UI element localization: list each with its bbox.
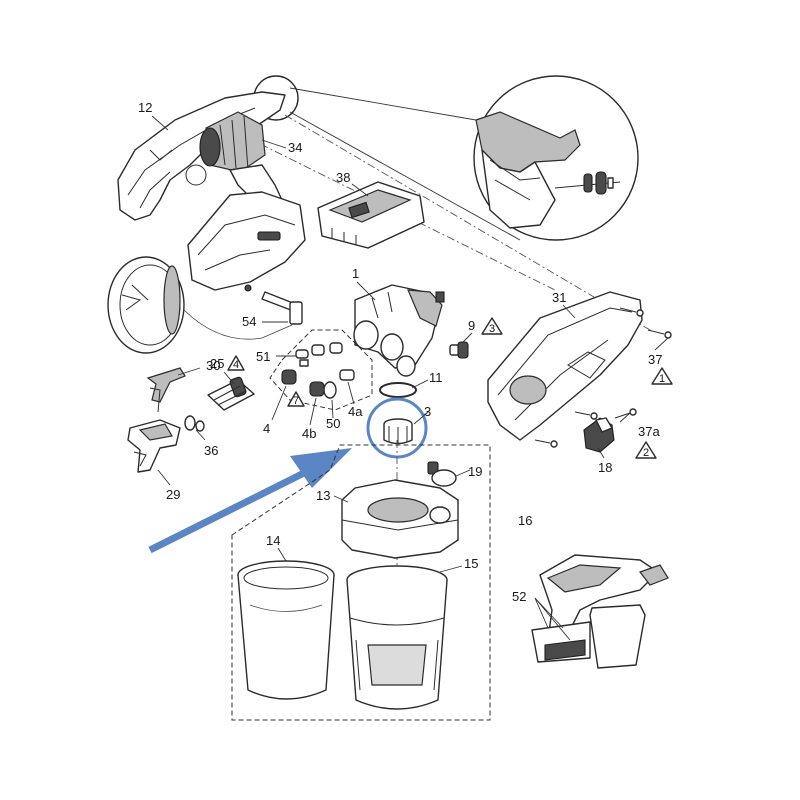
- label-34: 34: [288, 140, 302, 155]
- part-16-cup-assembly-outline: [231, 444, 491, 721]
- label-38: 38: [336, 170, 350, 185]
- part-31-housing-right: [487, 291, 643, 441]
- warning-triangle-2: 2: [635, 441, 657, 459]
- warning-triangle-4: 4: [227, 355, 245, 371]
- label-18: 18: [598, 460, 612, 475]
- part-30-tip: [146, 367, 186, 413]
- part-52-assembled-sprayer: [531, 554, 669, 669]
- part-19-cap: [427, 461, 457, 487]
- part-34-motor: [199, 111, 266, 173]
- part-37-screws: [534, 307, 672, 448]
- label-4b: 4b: [302, 426, 316, 441]
- label-1: 1: [352, 266, 359, 281]
- label-13: 13: [316, 488, 330, 503]
- label-25: 25: [210, 356, 224, 371]
- svg-text:1: 1: [659, 373, 665, 385]
- leader-lines: [151, 115, 669, 573]
- label-50: 50: [326, 416, 340, 431]
- part-9-fitting: [449, 341, 469, 359]
- label-51: 51: [256, 349, 270, 364]
- detail-magnifier: [253, 75, 639, 241]
- part-14-liner: [237, 560, 335, 700]
- handle-battery-base: [187, 164, 306, 292]
- label-54: 54: [242, 314, 256, 329]
- label-15: 15: [464, 556, 478, 571]
- part-15-cup: [346, 565, 448, 710]
- part-3-inlet-fitting: [383, 418, 413, 445]
- warning-triangle-1: 1: [651, 367, 673, 385]
- highlight-arrow: [148, 448, 352, 554]
- small-valve-parts: [281, 342, 355, 399]
- label-30: 30: [206, 358, 220, 373]
- part-18-knob: [583, 417, 615, 453]
- label-11: 11: [429, 370, 443, 385]
- part-29-gun-head: [127, 419, 181, 473]
- fan-disc: [107, 256, 293, 354]
- warning-triangles: 4 3 7 1 2: [227, 317, 673, 459]
- svg-text:7: 7: [293, 395, 299, 407]
- part-38-battery: [317, 181, 425, 249]
- label-29: 29: [166, 487, 180, 502]
- label-52: 52: [512, 589, 526, 604]
- svg-text:3: 3: [489, 323, 495, 335]
- label-4: 4: [263, 421, 270, 436]
- label-4a: 4a: [348, 404, 363, 419]
- label-19: 19: [468, 464, 482, 479]
- label-12: 12: [138, 100, 152, 115]
- label-37a: 37a: [638, 424, 660, 439]
- label-3: 3: [424, 404, 431, 419]
- label-14: 14: [266, 533, 280, 548]
- part-11-o-ring: [379, 382, 417, 398]
- label-37: 37: [648, 352, 662, 367]
- warning-triangle-7: 7: [287, 391, 305, 407]
- label-9: 9: [468, 318, 475, 333]
- part-54-pin: [261, 291, 303, 325]
- warning-triangle-3: 3: [481, 317, 503, 335]
- svg-text:2: 2: [643, 447, 649, 459]
- part-25-filter: [207, 376, 255, 411]
- valve-group-outline: [269, 329, 373, 411]
- label-31: 31: [552, 290, 566, 305]
- part-13-lid: [341, 479, 459, 559]
- part-1-pump-body: [353, 284, 445, 377]
- label-36: 36: [204, 443, 218, 458]
- part-36-nut: [184, 415, 205, 432]
- part-labels: 12 34 38 1 54 9 31 37 30 25 51 11 37a 3 …: [138, 100, 662, 604]
- label-16: 16: [518, 513, 532, 528]
- svg-text:4: 4: [233, 359, 239, 371]
